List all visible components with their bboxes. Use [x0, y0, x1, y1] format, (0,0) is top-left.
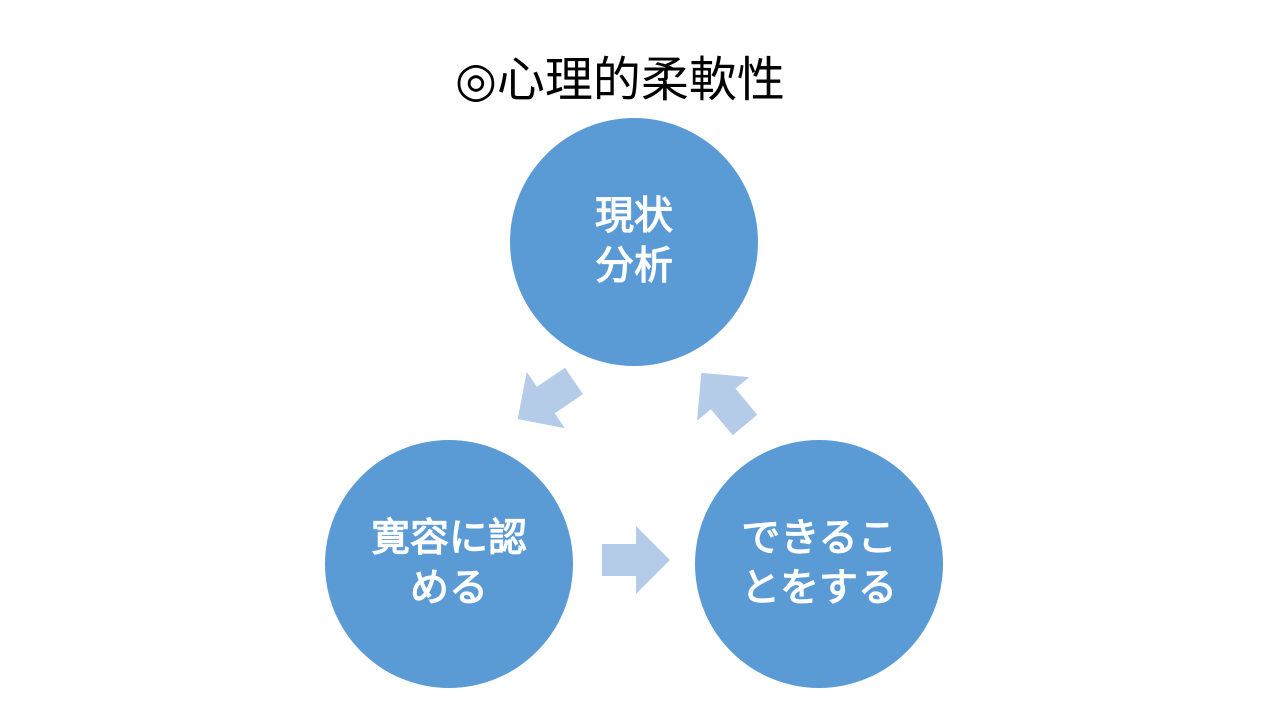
arrow-right-to-top	[697, 372, 758, 436]
node-do-what-you-can: できることをする	[695, 440, 943, 688]
node-label: 現状分析	[594, 194, 673, 289]
node-tolerant-acceptance: 寛容に認める	[325, 440, 573, 688]
arrow-left-to-right	[602, 526, 670, 594]
node-current-analysis: 現状分析	[510, 118, 758, 366]
node-label: できることをする	[740, 516, 897, 611]
slide-title: ◎心理的柔軟性	[455, 52, 785, 108]
node-label: 寛容に認める	[370, 516, 527, 611]
arrow-top-to-left	[517, 367, 583, 429]
